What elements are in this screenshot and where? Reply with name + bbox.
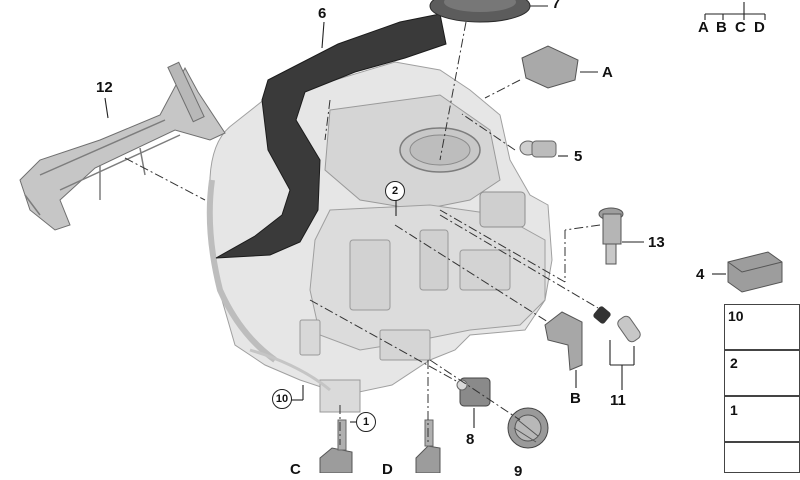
callout-d: D xyxy=(382,461,393,478)
variant-key-label-a: A xyxy=(698,19,709,36)
callout-9: 9 xyxy=(514,463,523,480)
mounting-bracket-part xyxy=(19,61,226,231)
callout-5: 5 xyxy=(574,148,583,165)
callout-12: 12 xyxy=(96,79,113,96)
bulb-box-part xyxy=(727,251,783,293)
callout-b: B xyxy=(570,390,581,407)
callout-11: 11 xyxy=(610,392,626,409)
circled-callout-2: 2 xyxy=(385,181,405,201)
part-d-bracket xyxy=(415,445,441,473)
dash-dot-lines xyxy=(124,21,601,445)
callout-13: 13 xyxy=(648,234,665,251)
callout-8: 8 xyxy=(466,431,475,448)
socket-bulb-part xyxy=(593,306,641,343)
part-a-actuator xyxy=(521,45,579,89)
part-b-bracket xyxy=(544,311,583,371)
variant-key-label-d: D xyxy=(754,19,765,36)
legend-box-screw xyxy=(724,350,800,396)
legend-box-arrow xyxy=(724,442,800,473)
socket-part-8 xyxy=(456,377,491,407)
legend-box-screw-washer xyxy=(724,396,800,442)
legend-number: 2 xyxy=(730,355,738,371)
lamp-cover-cap xyxy=(429,0,531,23)
adjuster-part xyxy=(598,207,624,265)
legend-box-clip-nut xyxy=(724,304,800,350)
legend-number: 1 xyxy=(730,402,738,418)
part-c-bracket xyxy=(319,447,353,473)
legend-number: 10 xyxy=(728,308,744,324)
circled-callout-1: 1 xyxy=(356,412,376,432)
variant-key-label-b: B xyxy=(716,19,727,36)
callout-7: 7 xyxy=(552,0,561,12)
callout-a: A xyxy=(602,64,613,81)
circled-callout-10: 10 xyxy=(272,389,292,409)
leader-lines xyxy=(104,2,766,428)
callout-4: 4 xyxy=(696,266,705,283)
housing-seal-gasket xyxy=(215,13,447,259)
callout-6: 6 xyxy=(318,5,327,22)
bulb-part xyxy=(519,140,557,158)
cover-cap-part-9 xyxy=(507,407,549,449)
callout-c: C xyxy=(290,461,301,478)
variant-key-label-c: C xyxy=(735,19,746,36)
